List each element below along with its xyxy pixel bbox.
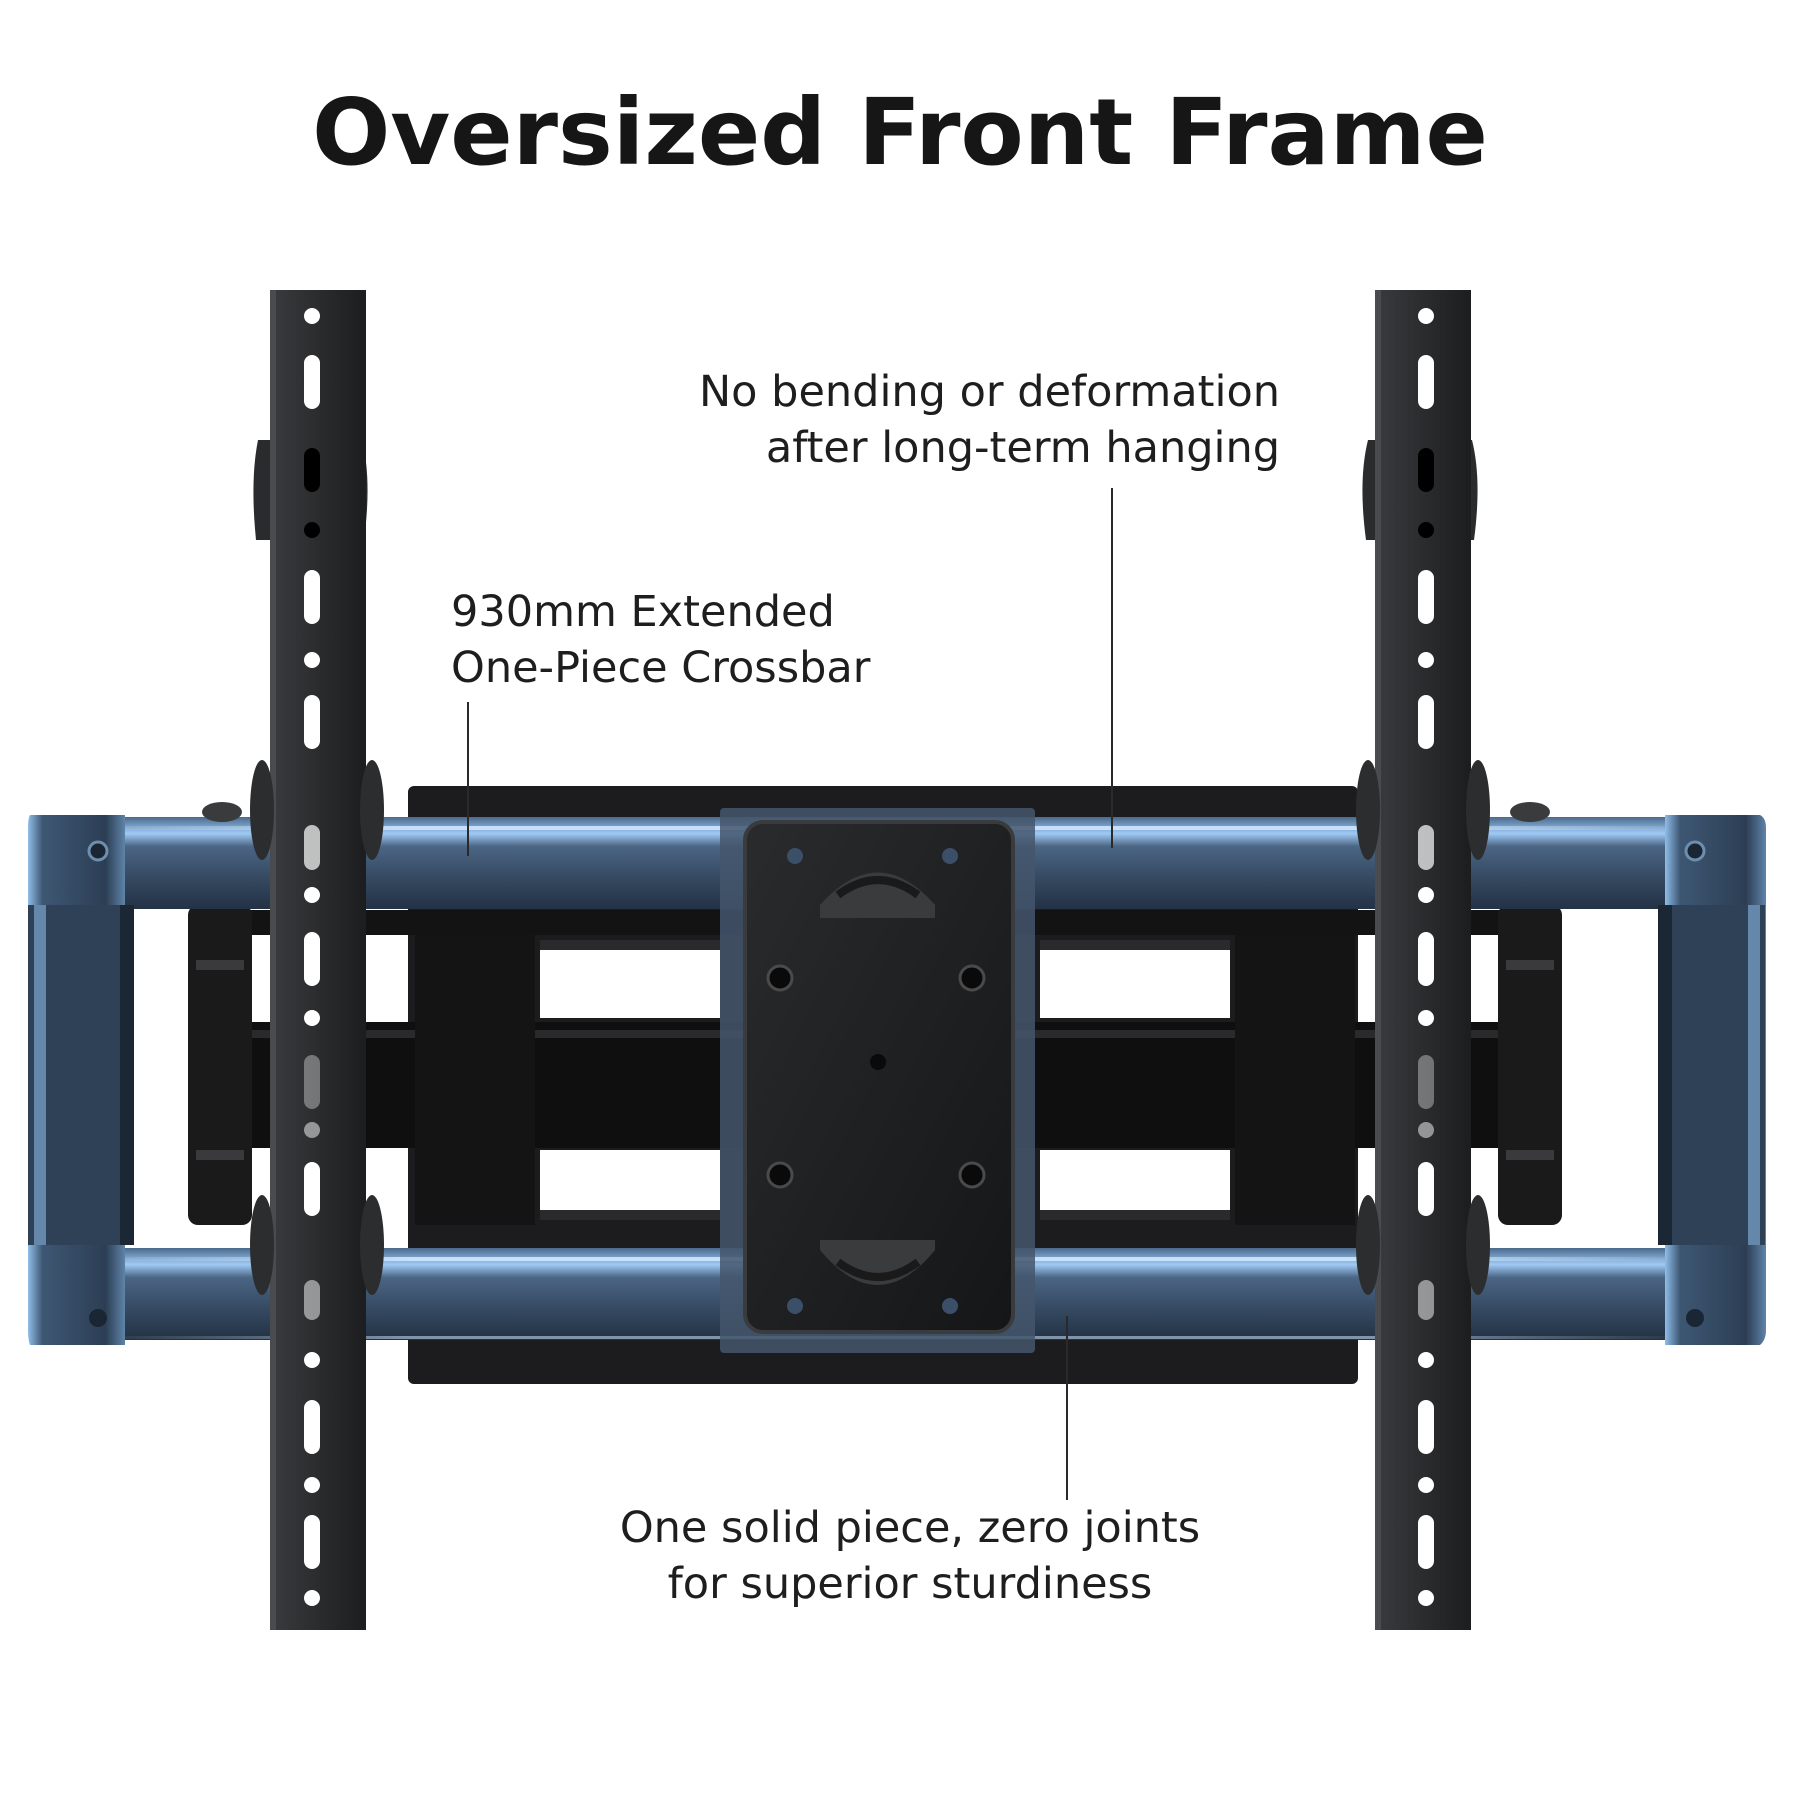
callout-solid-piece: One solid piece, zero joints for superio…	[560, 1500, 1260, 1612]
callout-line: No bending or deformation	[699, 367, 1280, 417]
center-mount-plate	[720, 808, 1035, 1353]
callout-line: One-Piece Crossbar	[451, 643, 871, 693]
callout-line: 930mm Extended	[451, 587, 835, 637]
swing-arms	[188, 905, 1562, 1225]
callout-leader-lines	[467, 488, 1113, 1500]
callout-line: after long-term hanging	[765, 423, 1280, 473]
callout-crossbar: 930mm Extended One-Piece Crossbar	[451, 584, 870, 696]
callout-no-bending: No bending or deformation after long-ter…	[699, 364, 1280, 476]
left-vertical-rail	[250, 290, 384, 1630]
callout-line: One solid piece, zero joints	[619, 1503, 1201, 1553]
callout-line: for superior sturdiness	[667, 1559, 1153, 1609]
page-title: Oversized Front Frame	[312, 79, 1488, 186]
right-vertical-rail	[1356, 290, 1490, 1630]
